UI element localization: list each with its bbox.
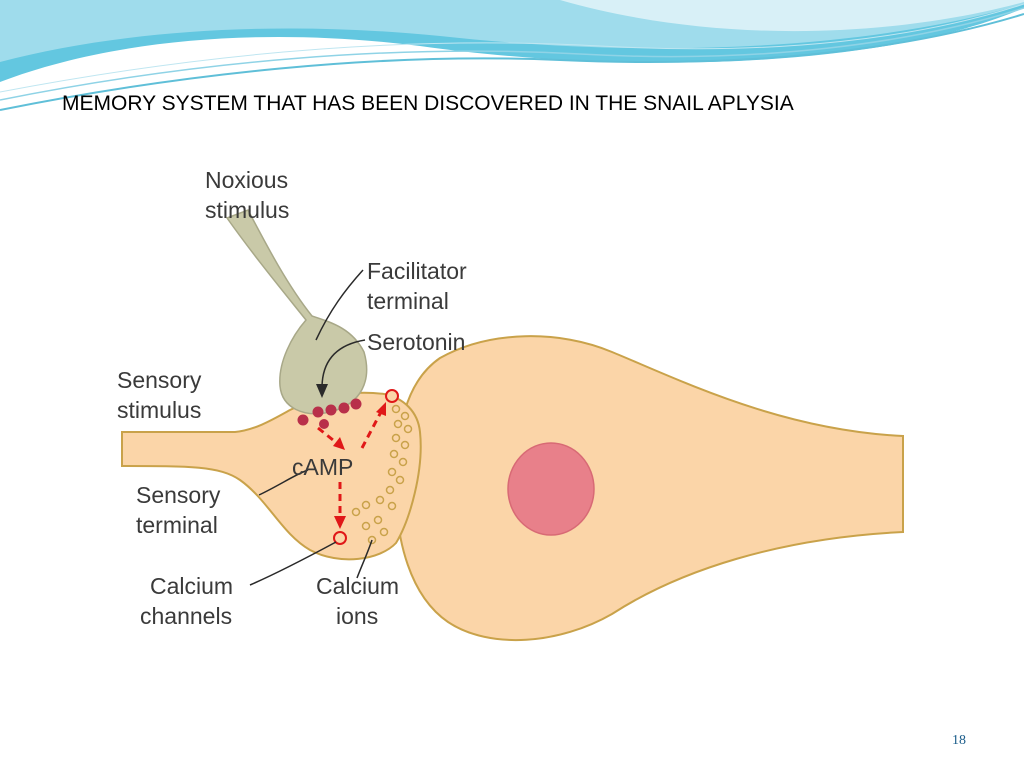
slide-title: MEMORY SYSTEM THAT HAS BEEN DISCOVERED I… bbox=[62, 92, 794, 115]
serotonin-molecules bbox=[297, 398, 362, 429]
label-sensory-terminal: Sensory terminal bbox=[136, 482, 227, 538]
label-calcium-channels: Calcium channels bbox=[140, 573, 239, 629]
label-serotonin: Serotonin bbox=[367, 329, 465, 355]
label-calcium-ions: Calcium ions bbox=[316, 573, 405, 629]
calcium-channel-bottom bbox=[333, 531, 347, 545]
leader-lines bbox=[249, 269, 373, 586]
slide-number: 18 bbox=[952, 733, 966, 748]
calcium-channel-top bbox=[385, 389, 399, 403]
label-noxious-stimulus: Noxious stimulus bbox=[205, 167, 295, 223]
label-sensory-stimulus: Sensory stimulus bbox=[117, 367, 208, 423]
label-facilitator-terminal: Facilitator terminal bbox=[367, 258, 473, 314]
header-wave-decoration bbox=[0, 0, 1024, 111]
label-camp: cAMP bbox=[292, 454, 353, 480]
serotonin-arrowhead bbox=[316, 384, 328, 398]
postsynaptic-neuron bbox=[394, 335, 904, 642]
nucleus bbox=[507, 442, 595, 536]
calcium-ions bbox=[351, 404, 413, 545]
camp-pathway-arrows bbox=[317, 402, 386, 529]
facilitator-terminal bbox=[225, 209, 368, 415]
